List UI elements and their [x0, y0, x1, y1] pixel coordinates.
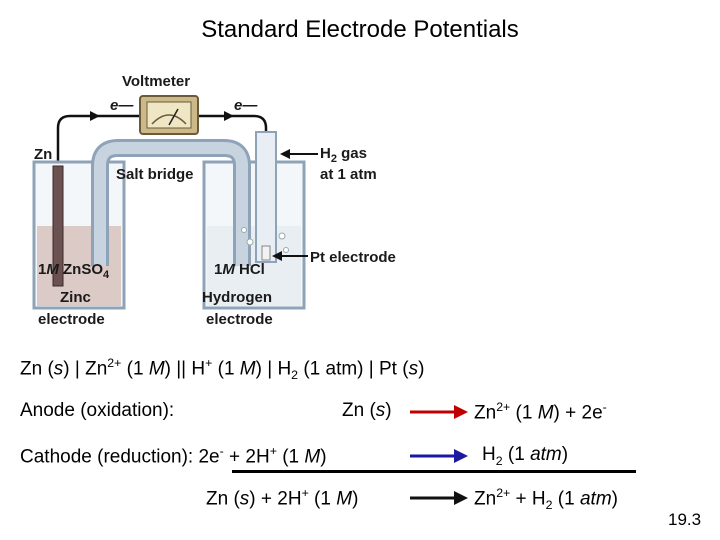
- cathode-reactants: Cathode (reduction): 2e- + 2H+ (1 M): [20, 444, 327, 468]
- electron-arrow-left: [90, 111, 100, 121]
- voltmeter-label: Voltmeter: [122, 73, 190, 90]
- pt-electrode-label: Pt electrode: [310, 249, 396, 266]
- hydrogen-electrode-label-2: electrode: [206, 311, 273, 328]
- anode-arrow: [410, 405, 468, 419]
- left-wire: [56, 114, 140, 166]
- anode-product: Zn2+ (1 M) + 2e-: [474, 400, 607, 424]
- anode-label: Anode (oxidation):: [20, 400, 175, 421]
- page-title: Standard Electrode Potentials: [201, 16, 519, 43]
- cathode-product: H2 (1 atm): [482, 444, 569, 468]
- hcl-label: 1M HCl: [214, 261, 265, 278]
- h2-pressure-label: at 1 atm: [320, 166, 377, 183]
- voltmeter-needle: [168, 108, 179, 126]
- right-wire: [198, 114, 268, 132]
- salt-bridge-label: Salt bridge: [116, 166, 194, 183]
- platinum-plate: [261, 245, 271, 261]
- cathode-arrow: [410, 449, 468, 463]
- galvanic-cell-diagram: Voltmeter e— e— Zn Salt bridge H2 gas at…: [32, 73, 396, 328]
- electron-label-right: e—: [234, 97, 258, 114]
- overall-products: Zn2+ + H2 (1 atm): [474, 486, 618, 513]
- sum-rule: [232, 470, 636, 473]
- hydrogen-tube: [255, 131, 277, 263]
- overall-arrow: [410, 491, 468, 505]
- right-solution: [207, 226, 301, 306]
- slide-number: 19.3: [668, 510, 702, 529]
- zinc-electrode-label-1: Zinc: [60, 289, 91, 306]
- h2-gas-label: H2 gas: [320, 145, 367, 165]
- electron-label-left: e—: [110, 97, 134, 114]
- overall-reactants: Zn (s) + 2H+ (1 M): [206, 486, 359, 510]
- zinc-electrode-label-2: electrode: [38, 311, 105, 328]
- hydrogen-electrode-label-1: Hydrogen: [202, 289, 272, 306]
- znso4-label: 1M ZnSO4: [38, 261, 110, 281]
- anode-reactant: Zn (s): [342, 400, 392, 421]
- electron-arrow-right: [224, 111, 234, 121]
- zn-label: Zn: [34, 146, 52, 163]
- h2-gas-arrow: [280, 149, 290, 159]
- cell-notation: Zn (s) | Zn2+ (1 M) || H+ (1 M) | H2 (1 …: [20, 356, 425, 383]
- zinc-rod: [52, 165, 64, 287]
- pt-electrode-arrow: [272, 251, 282, 261]
